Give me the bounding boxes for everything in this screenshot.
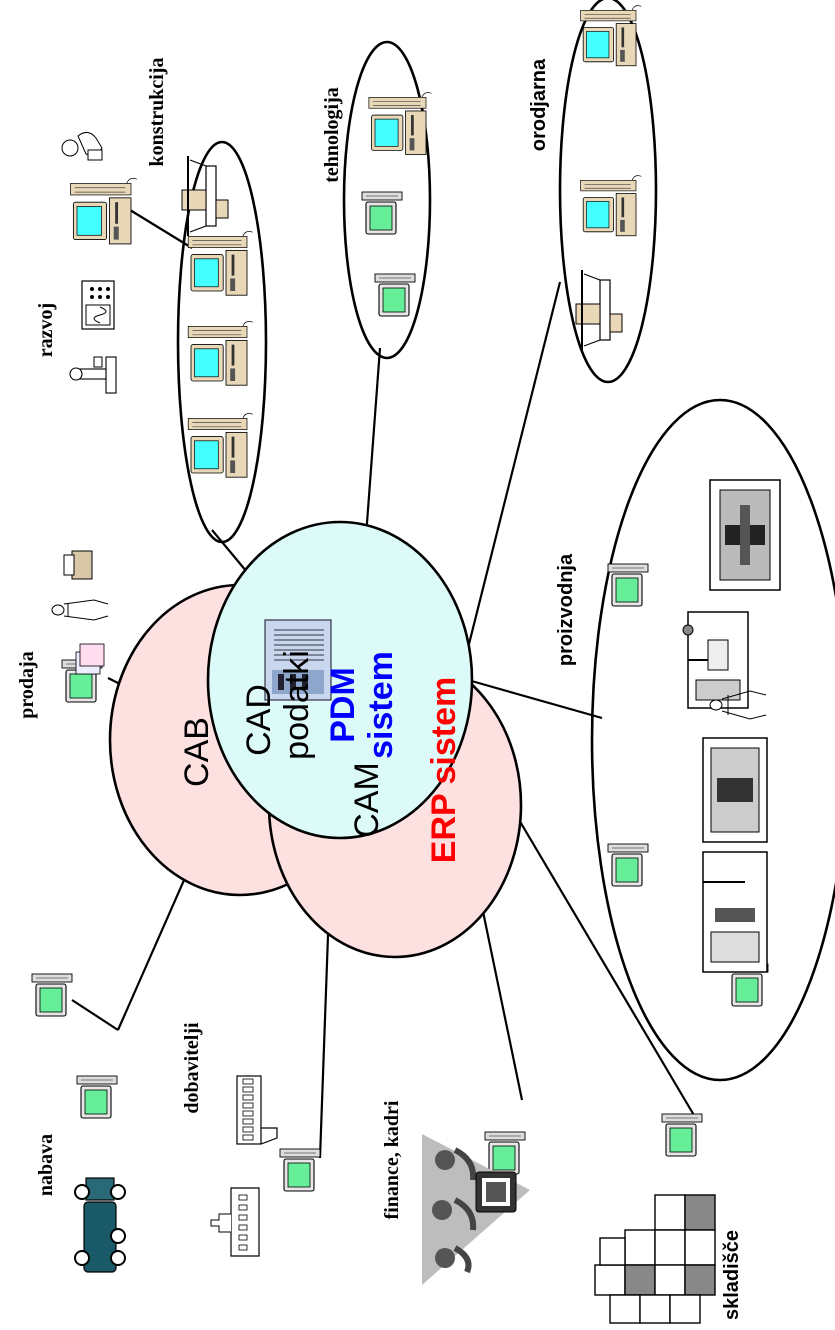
tehnologija-label: tehnologija	[321, 87, 343, 183]
factory-icon	[236, 1075, 278, 1145]
computer-icon	[279, 1148, 321, 1192]
venn-diagram: CAB CAM CAD podatki PDM sistem ERP siste…	[108, 520, 523, 959]
tehnologija-ellipse	[342, 40, 432, 360]
group-proizvodnja: proizvodnja	[555, 398, 835, 1082]
line-skladisce	[511, 807, 699, 1123]
computer-icon	[580, 5, 642, 67]
nabava-label: nabava	[35, 1134, 57, 1196]
computer-icon	[187, 320, 254, 386]
pdm-circle	[206, 520, 474, 840]
konstrukcija-label: konstrukcija	[146, 58, 168, 167]
group-skladisce: skladišče	[594, 1113, 743, 1324]
computer-icon	[31, 973, 73, 1017]
computer-icon	[368, 92, 432, 155]
prodaja-label: prodaja	[16, 651, 38, 718]
milling-machine-icon	[702, 851, 768, 973]
computer-icon	[76, 1075, 118, 1119]
cam-label: CAM	[348, 762, 386, 838]
konstrukcija-ellipse	[176, 140, 268, 544]
computer-icon	[361, 191, 403, 235]
warehouse-shelves-icon	[594, 1194, 716, 1324]
lathe-machine-icon	[702, 737, 768, 843]
computer-icon	[484, 1131, 526, 1175]
press-machine-icon	[709, 479, 781, 591]
group-konstrukcija: konstrukcija	[146, 58, 268, 544]
computer-icon	[70, 177, 138, 245]
proizvodnja-ellipse	[590, 398, 835, 1082]
connection-lines	[71, 209, 699, 1159]
razvoj-label: razvoj	[35, 303, 57, 357]
computer-icon	[661, 1113, 703, 1157]
group-dobavitelji: dobavitelji	[181, 1022, 321, 1257]
computer-icon	[187, 230, 254, 296]
computer-icon	[607, 563, 649, 607]
group-prodaja: prodaja	[16, 550, 109, 719]
skladisce-label: skladišče	[721, 1230, 743, 1320]
pdm-sistem-label: sistem	[362, 651, 400, 759]
computer-icon	[580, 175, 642, 237]
finance-label: finance, kadri	[381, 1100, 403, 1219]
group-nabava: nabava	[31, 973, 126, 1273]
line-nabava	[116, 861, 194, 1031]
worker-icon	[709, 690, 767, 720]
building-icon	[210, 1187, 260, 1257]
dobavitelji-label: dobavitelji	[181, 1022, 203, 1114]
drafting-table-icon	[575, 269, 623, 351]
microscope-icon	[69, 356, 117, 394]
computer-icon	[607, 843, 649, 887]
truck-icon	[74, 1177, 126, 1273]
pdm-label: PDM	[324, 667, 362, 743]
server-icon	[264, 619, 332, 701]
group-orodjarna: orodjarna	[528, 0, 658, 384]
line-nabava-pcs	[71, 999, 119, 1031]
computer-icon	[187, 412, 254, 478]
proizvodnja-label: proizvodnja	[555, 553, 577, 666]
meeting-icon	[422, 1134, 530, 1285]
cnc-machine-icon	[682, 611, 749, 709]
erp-label: ERP sistem	[425, 677, 463, 863]
documents-icon	[75, 643, 105, 675]
oscilloscope-icon	[81, 280, 115, 330]
orodjarna-label: orodjarna	[528, 58, 550, 151]
group-razvoj: razvoj	[35, 132, 138, 394]
computer-icon	[374, 273, 416, 317]
person-icon	[51, 599, 109, 621]
drafting-table-icon	[181, 155, 229, 237]
line-proizvodnja	[467, 678, 603, 720]
line-orodjarna	[466, 281, 562, 649]
group-finance: finance, kadri	[381, 1100, 530, 1285]
group-tehnologija: tehnologija	[321, 40, 432, 360]
person-at-desk-icon	[61, 132, 103, 161]
orodjarna-ellipse	[558, 0, 658, 384]
printer-icon	[63, 550, 93, 580]
cab-label: CAB	[178, 717, 216, 787]
cad-label: CAD	[240, 684, 278, 756]
podatki-label: podatki	[278, 650, 316, 760]
line-razvoj-konstrukcija	[129, 209, 193, 249]
